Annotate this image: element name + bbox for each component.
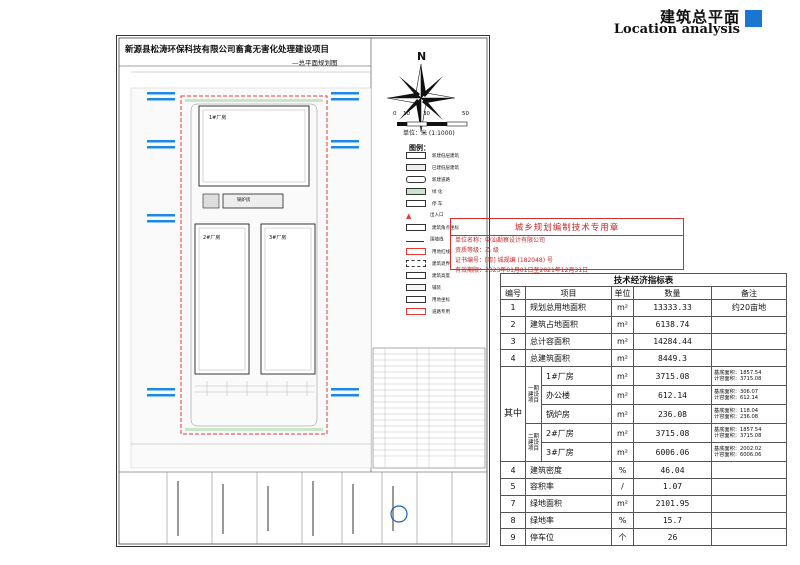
scale-tick-30: 30 [423, 111, 430, 117]
scale-tick-10: 10 [403, 111, 410, 117]
north-label: N [417, 50, 427, 63]
legend-item: 新建道路 [406, 176, 450, 183]
scale-tick-0: 0 [393, 111, 397, 117]
legend-item: 建筑高度 [406, 272, 450, 279]
stamp-line: 有效期限：2023年01月01日至2021年12月31日 [455, 267, 589, 274]
stamp-line: 资质等级：乙 级 [455, 247, 499, 254]
drawing-sheet: 新源县松涛环保科技有限公司畜禽无害化处理建设项目 —总平面规划图 N 0 10 … [116, 35, 490, 547]
building-label: 锅炉房 [237, 198, 251, 203]
accent-square [745, 10, 762, 27]
legend-item: ▲出入口 [406, 212, 444, 220]
building-label: 1#厂房 [209, 115, 227, 121]
scale-bar [397, 121, 468, 127]
company-seal-icon [390, 505, 408, 523]
building-label: 2#厂房 [203, 235, 221, 241]
legend-item: 用地红线 [406, 248, 450, 255]
building-label: 3#厂房 [269, 235, 287, 241]
planning-stamp: 城乡规划编制技术专用章 单位名称：中汕勘察设计有限公司 资质等级：乙 级 证书编… [450, 218, 684, 274]
sheet-subtitle: —总平面规划图 [292, 59, 338, 67]
building-3 [260, 223, 316, 375]
col-header: 备注 [710, 286, 788, 300]
stamp-title: 城乡规划编制技术专用章 [451, 219, 683, 236]
legend-item: 新建低层建筑 [406, 152, 459, 159]
legend-title: 图例： [409, 144, 430, 152]
legend-item: 绿 化 [406, 188, 442, 195]
table-title: 技术经济指标表 [499, 273, 788, 287]
legend-item: 建筑退界 [406, 260, 450, 267]
scale-unit: 单位：米 (1:1000) [403, 130, 455, 137]
building-1 [198, 105, 310, 187]
legend-item: 已建低层建筑 [406, 164, 459, 171]
project-title: 新源县松涛环保科技有限公司畜禽无害化处理建设项目 [125, 45, 330, 55]
stamp-line: 证书编号：[粤] 城规编 (182048) 号 [455, 257, 553, 264]
header-subtitle: Location analysis [613, 22, 740, 37]
legend-item: 铺装 [406, 284, 441, 291]
col-header: 编号 [500, 286, 526, 300]
building-2 [194, 223, 250, 375]
header-title: 建筑总平面 [659, 8, 740, 26]
legend-item: 道路专用 [406, 308, 450, 315]
legend-item: 用地坐标 [406, 296, 450, 303]
north-arrow-icon [386, 63, 456, 133]
stamp-line: 单位名称：中汕勘察设计有限公司 [455, 237, 546, 244]
legend-item: 围墙线 [406, 236, 444, 243]
site-plan-drawing [118, 37, 488, 545]
legend-item: 建筑角点坐标 [406, 224, 459, 231]
scale-tick-50: 50 [462, 111, 469, 117]
boiler-room [222, 193, 284, 209]
col-header: 单位 [611, 286, 634, 300]
legend-item: 停 车 [406, 200, 442, 207]
col-header: 数量 [633, 286, 712, 300]
col-header: 项目 [525, 286, 612, 300]
